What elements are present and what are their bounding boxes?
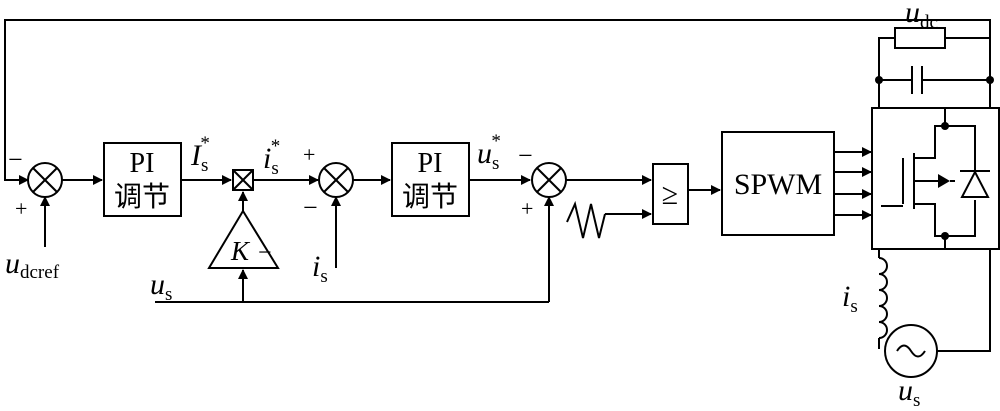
sum1-plus-sign: + bbox=[15, 196, 27, 221]
inductor-icon bbox=[878, 249, 888, 349]
multiplier-block bbox=[232, 169, 254, 191]
sum-junction-1 bbox=[27, 162, 63, 198]
sum3-plus-sign: + bbox=[521, 196, 533, 221]
pi-controller-2: PI 调节 bbox=[391, 142, 470, 217]
sum3-minus-sign: − bbox=[518, 141, 533, 170]
udcref-label: udcref bbox=[5, 247, 60, 283]
svg-text:PI: PI bbox=[130, 148, 155, 179]
is-star-label: is* bbox=[263, 136, 280, 179]
svg-text:K: K bbox=[230, 236, 251, 266]
is-feedback-label: is bbox=[312, 250, 328, 287]
inductor-current-label: is bbox=[842, 280, 858, 317]
sum2-plus-sign: + bbox=[303, 142, 315, 167]
svg-text:SPWM: SPWM bbox=[734, 168, 822, 201]
udc-label: udc bbox=[905, 0, 938, 33]
sum-junction-2 bbox=[318, 162, 354, 198]
dc-link-network bbox=[875, 27, 994, 108]
source-voltage-label: us bbox=[898, 374, 920, 411]
us-left-label: us bbox=[150, 268, 172, 305]
diode-icon bbox=[960, 169, 990, 198]
Is-star-label: Is* bbox=[190, 133, 210, 176]
sum-junction-3 bbox=[531, 162, 567, 198]
comparator-block: ≥ bbox=[652, 163, 689, 225]
carrier-wave-icon bbox=[566, 200, 606, 239]
pi-controller-1: PI 调节 bbox=[103, 142, 182, 217]
spwm-block: SPWM bbox=[721, 131, 835, 236]
svg-text:调节: 调节 bbox=[402, 181, 458, 213]
converter-bridge bbox=[871, 107, 1000, 250]
us-star-label: us* bbox=[477, 131, 501, 174]
svg-text:PI: PI bbox=[418, 148, 443, 179]
sum2-minus-sign: − bbox=[303, 193, 318, 222]
body-arrow-icon bbox=[938, 174, 950, 188]
svg-text:−: − bbox=[258, 240, 272, 266]
svg-text:≥: ≥ bbox=[662, 178, 678, 211]
sum1-minus-sign: − bbox=[8, 145, 23, 174]
gain-block: K − bbox=[207, 209, 280, 269]
svg-text:调节: 调节 bbox=[114, 181, 170, 213]
ac-source-icon bbox=[884, 249, 991, 378]
